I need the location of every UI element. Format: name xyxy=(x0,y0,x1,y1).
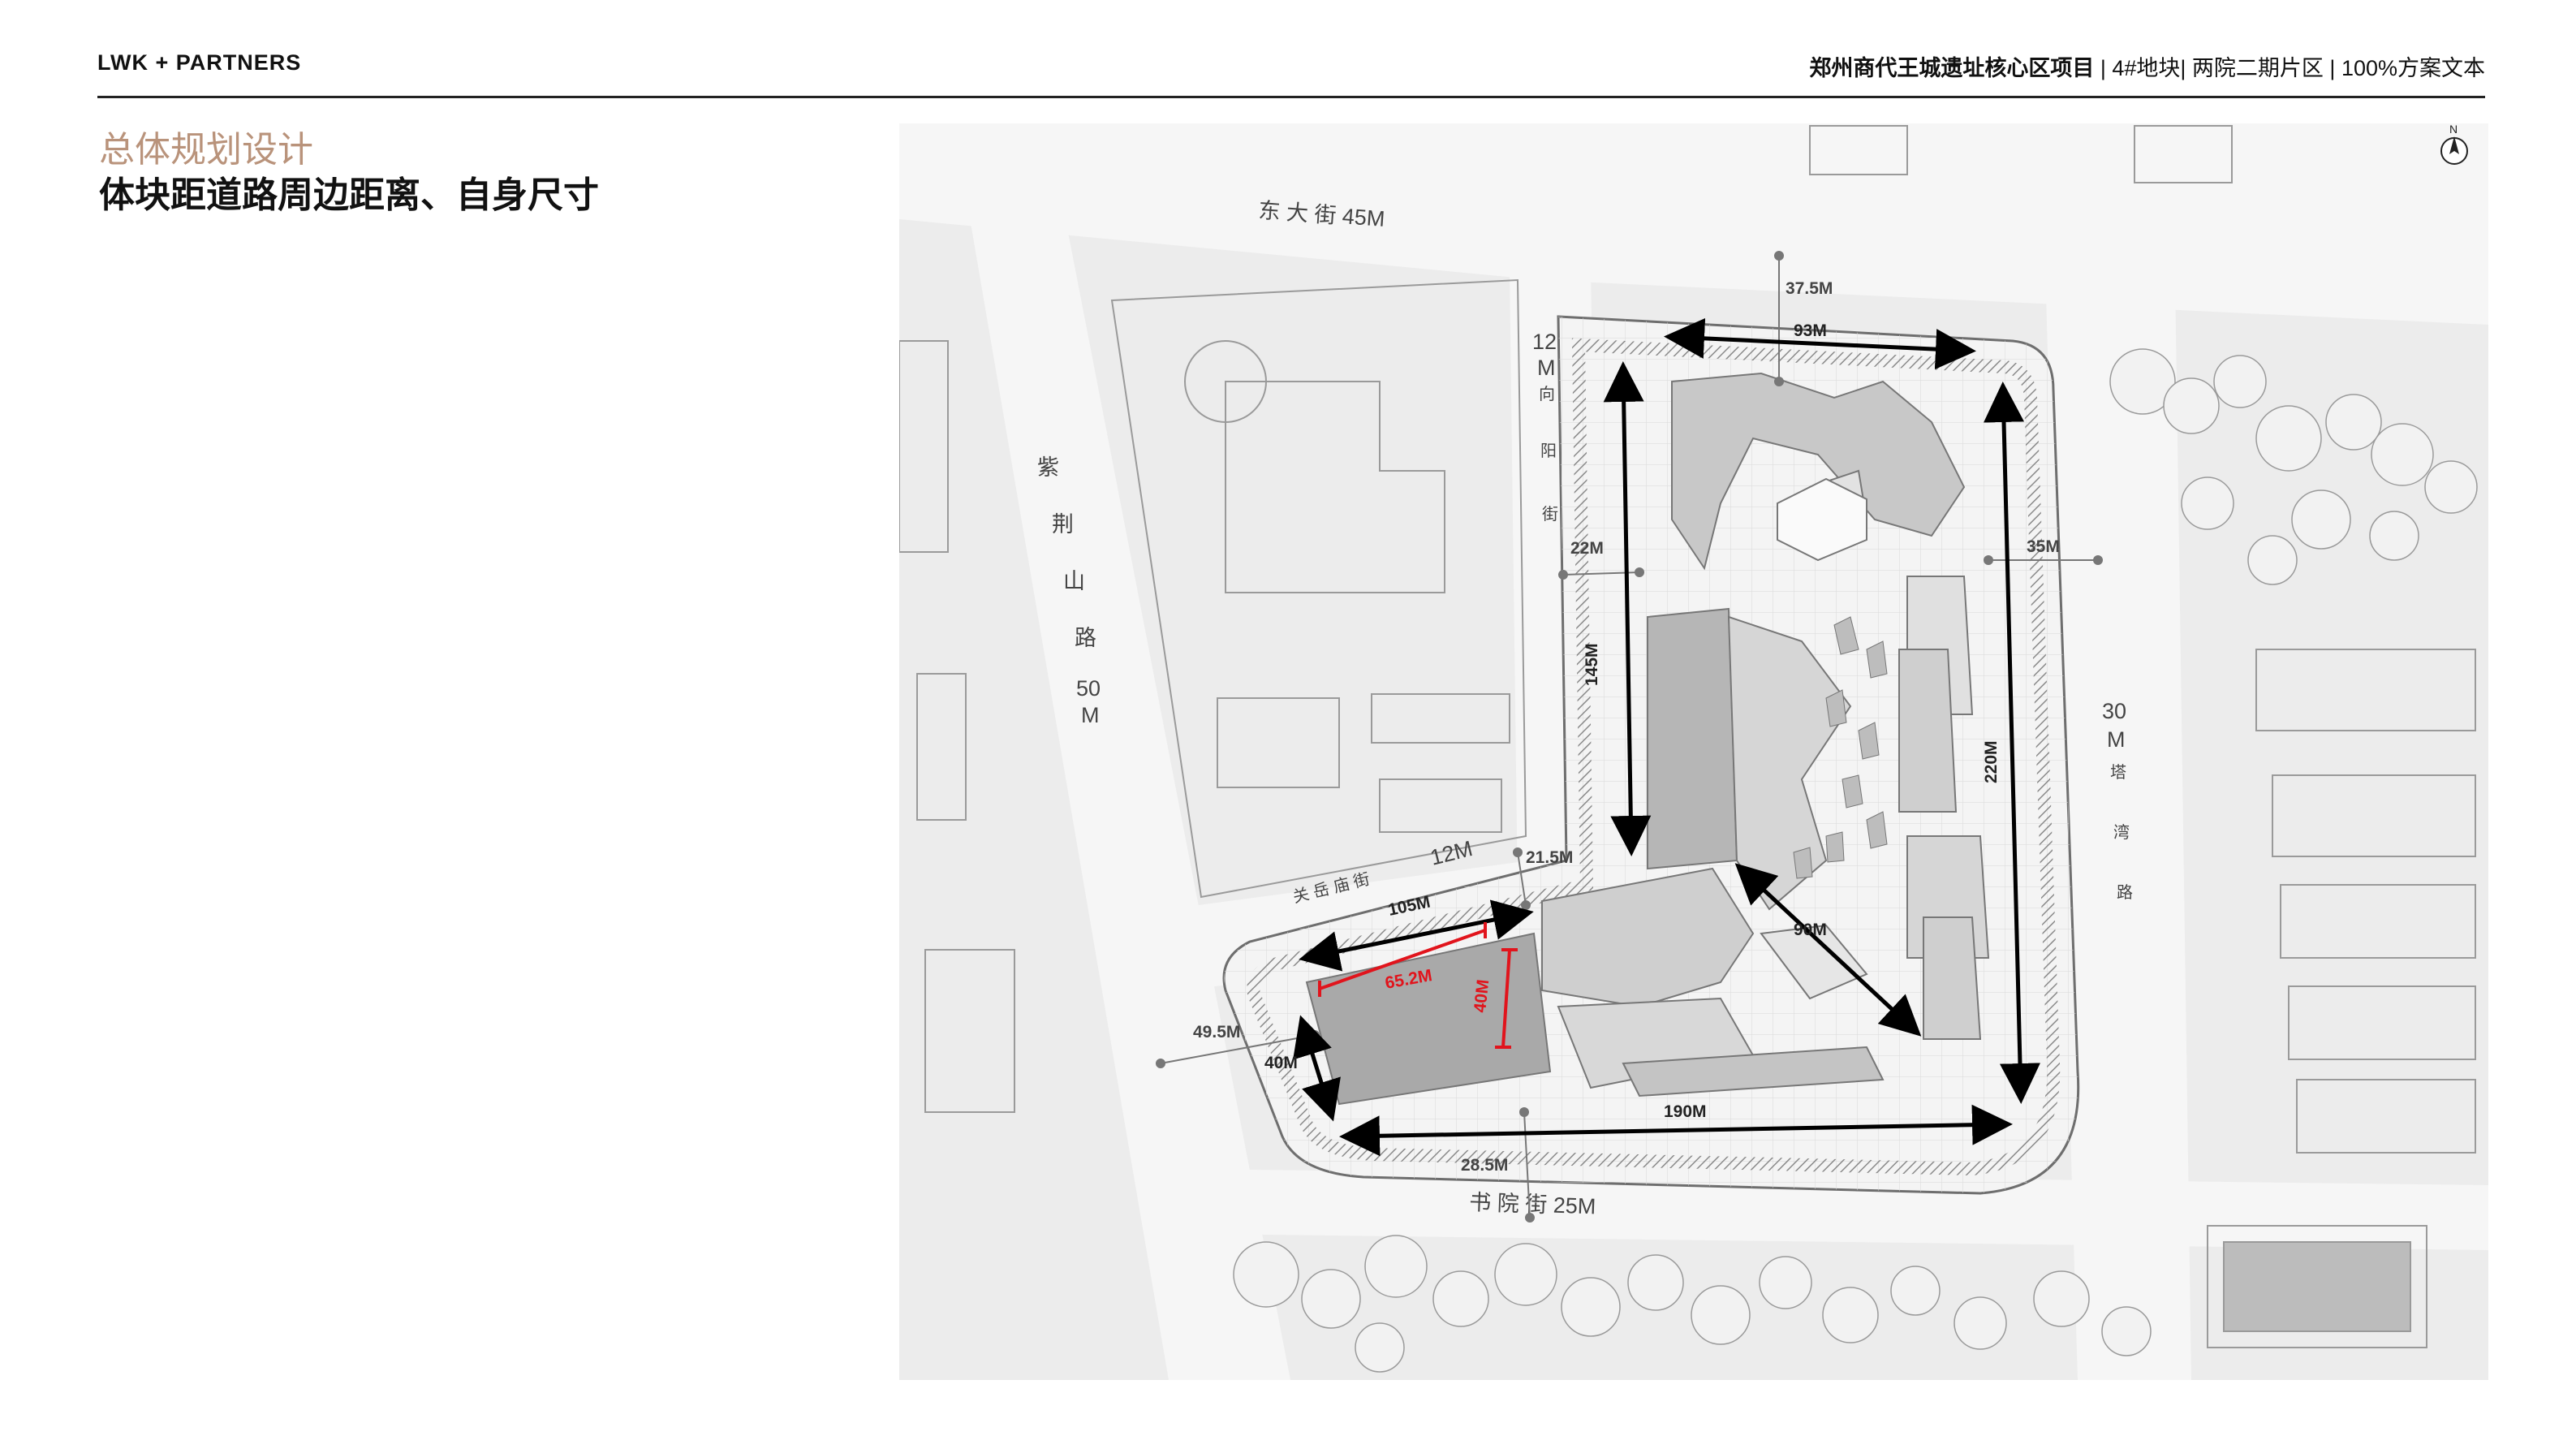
highlight-dimensions xyxy=(1318,922,1518,1049)
road-label-zijingshan-3: 山 xyxy=(1063,569,1085,593)
road-label-zijingshan-1: 紫 xyxy=(1037,455,1059,480)
road-width-tawan-2: M xyxy=(2107,727,2126,752)
road-label-xiangyang-1: 向 xyxy=(1539,385,1555,403)
project-phase: | 4#地块| 两院二期片区 | 100%方案文本 xyxy=(2094,56,2485,80)
road-width-tawan-1: 30 xyxy=(2102,699,2126,723)
road-label-tawan-1: 塔 xyxy=(2110,763,2126,782)
site-plan: 东 大 街 45M 紫 荆 山 路 50 M 12 M 向 阳 街 关 岳 庙 … xyxy=(898,123,2488,1380)
dim-label-93: 93M xyxy=(1794,321,1827,340)
road-label-tawan-3: 路 xyxy=(2117,883,2133,902)
dim-label-220: 220M xyxy=(1982,740,2001,783)
trees xyxy=(1233,348,2478,1373)
brand-logo: LWK + PARTNERS xyxy=(97,50,302,75)
highlight-width-label: 40M xyxy=(1471,978,1493,1013)
dim-label-40-left: 40M xyxy=(1264,1054,1298,1072)
surrounding-buildings xyxy=(898,125,2476,1348)
header-divider xyxy=(97,96,2485,98)
building-masses xyxy=(1305,372,1990,1106)
north-arrow-icon: N xyxy=(2440,123,2468,165)
road-width-zijingshan-1: 50 xyxy=(1076,676,1101,701)
road-width-xiangyang-2: M xyxy=(1537,356,1556,380)
dim-label-28-5: 28.5M xyxy=(1461,1156,1508,1175)
project-title: 郑州商代王城遗址核心区项目 | 4#地块| 两院二期片区 | 100%方案文本 xyxy=(1809,50,2485,82)
road-label-xiangyang-3: 街 xyxy=(1542,505,1558,524)
dim-label-49-5: 49.5M xyxy=(1193,1023,1240,1041)
dim-label-21-5: 21.5M xyxy=(1526,848,1573,867)
road-label-zijingshan-4: 路 xyxy=(1075,626,1096,650)
dim-label-37-5: 37.5M xyxy=(1786,279,1833,298)
dimension-arrows xyxy=(1293,317,2040,1157)
section-title: 总体规划设计 xyxy=(99,130,313,170)
dim-label-35: 35M xyxy=(2027,537,2060,556)
road-label-tawan-2: 湾 xyxy=(2113,823,2130,842)
dim-label-90: 90M xyxy=(1794,921,1827,939)
road-label-xiangyang-2: 阳 xyxy=(1540,442,1557,460)
project-name: 郑州商代王城遗址核心区项目 xyxy=(1809,56,2095,80)
section-subtitle: 体块距道路周边距离、自身尺寸 xyxy=(99,175,599,215)
road-label-zijingshan-2: 荆 xyxy=(1052,512,1074,537)
highlight-labels: 65.2M 40M xyxy=(1384,966,1493,1013)
site-plan-drawing: 东 大 街 45M 紫 荆 山 路 50 M 12 M 向 阳 街 关 岳 庙 … xyxy=(898,123,2488,1380)
dim-label-22: 22M xyxy=(1570,539,1604,558)
dim-label-145: 145M xyxy=(1583,643,1601,686)
dim-label-190: 190M xyxy=(1664,1102,1707,1121)
road-network xyxy=(899,123,2488,1380)
north-label: N xyxy=(2449,123,2458,136)
road-width-xiangyang-1: 12 xyxy=(1532,330,1557,354)
road-width-zijingshan-2: M xyxy=(1081,703,1100,727)
